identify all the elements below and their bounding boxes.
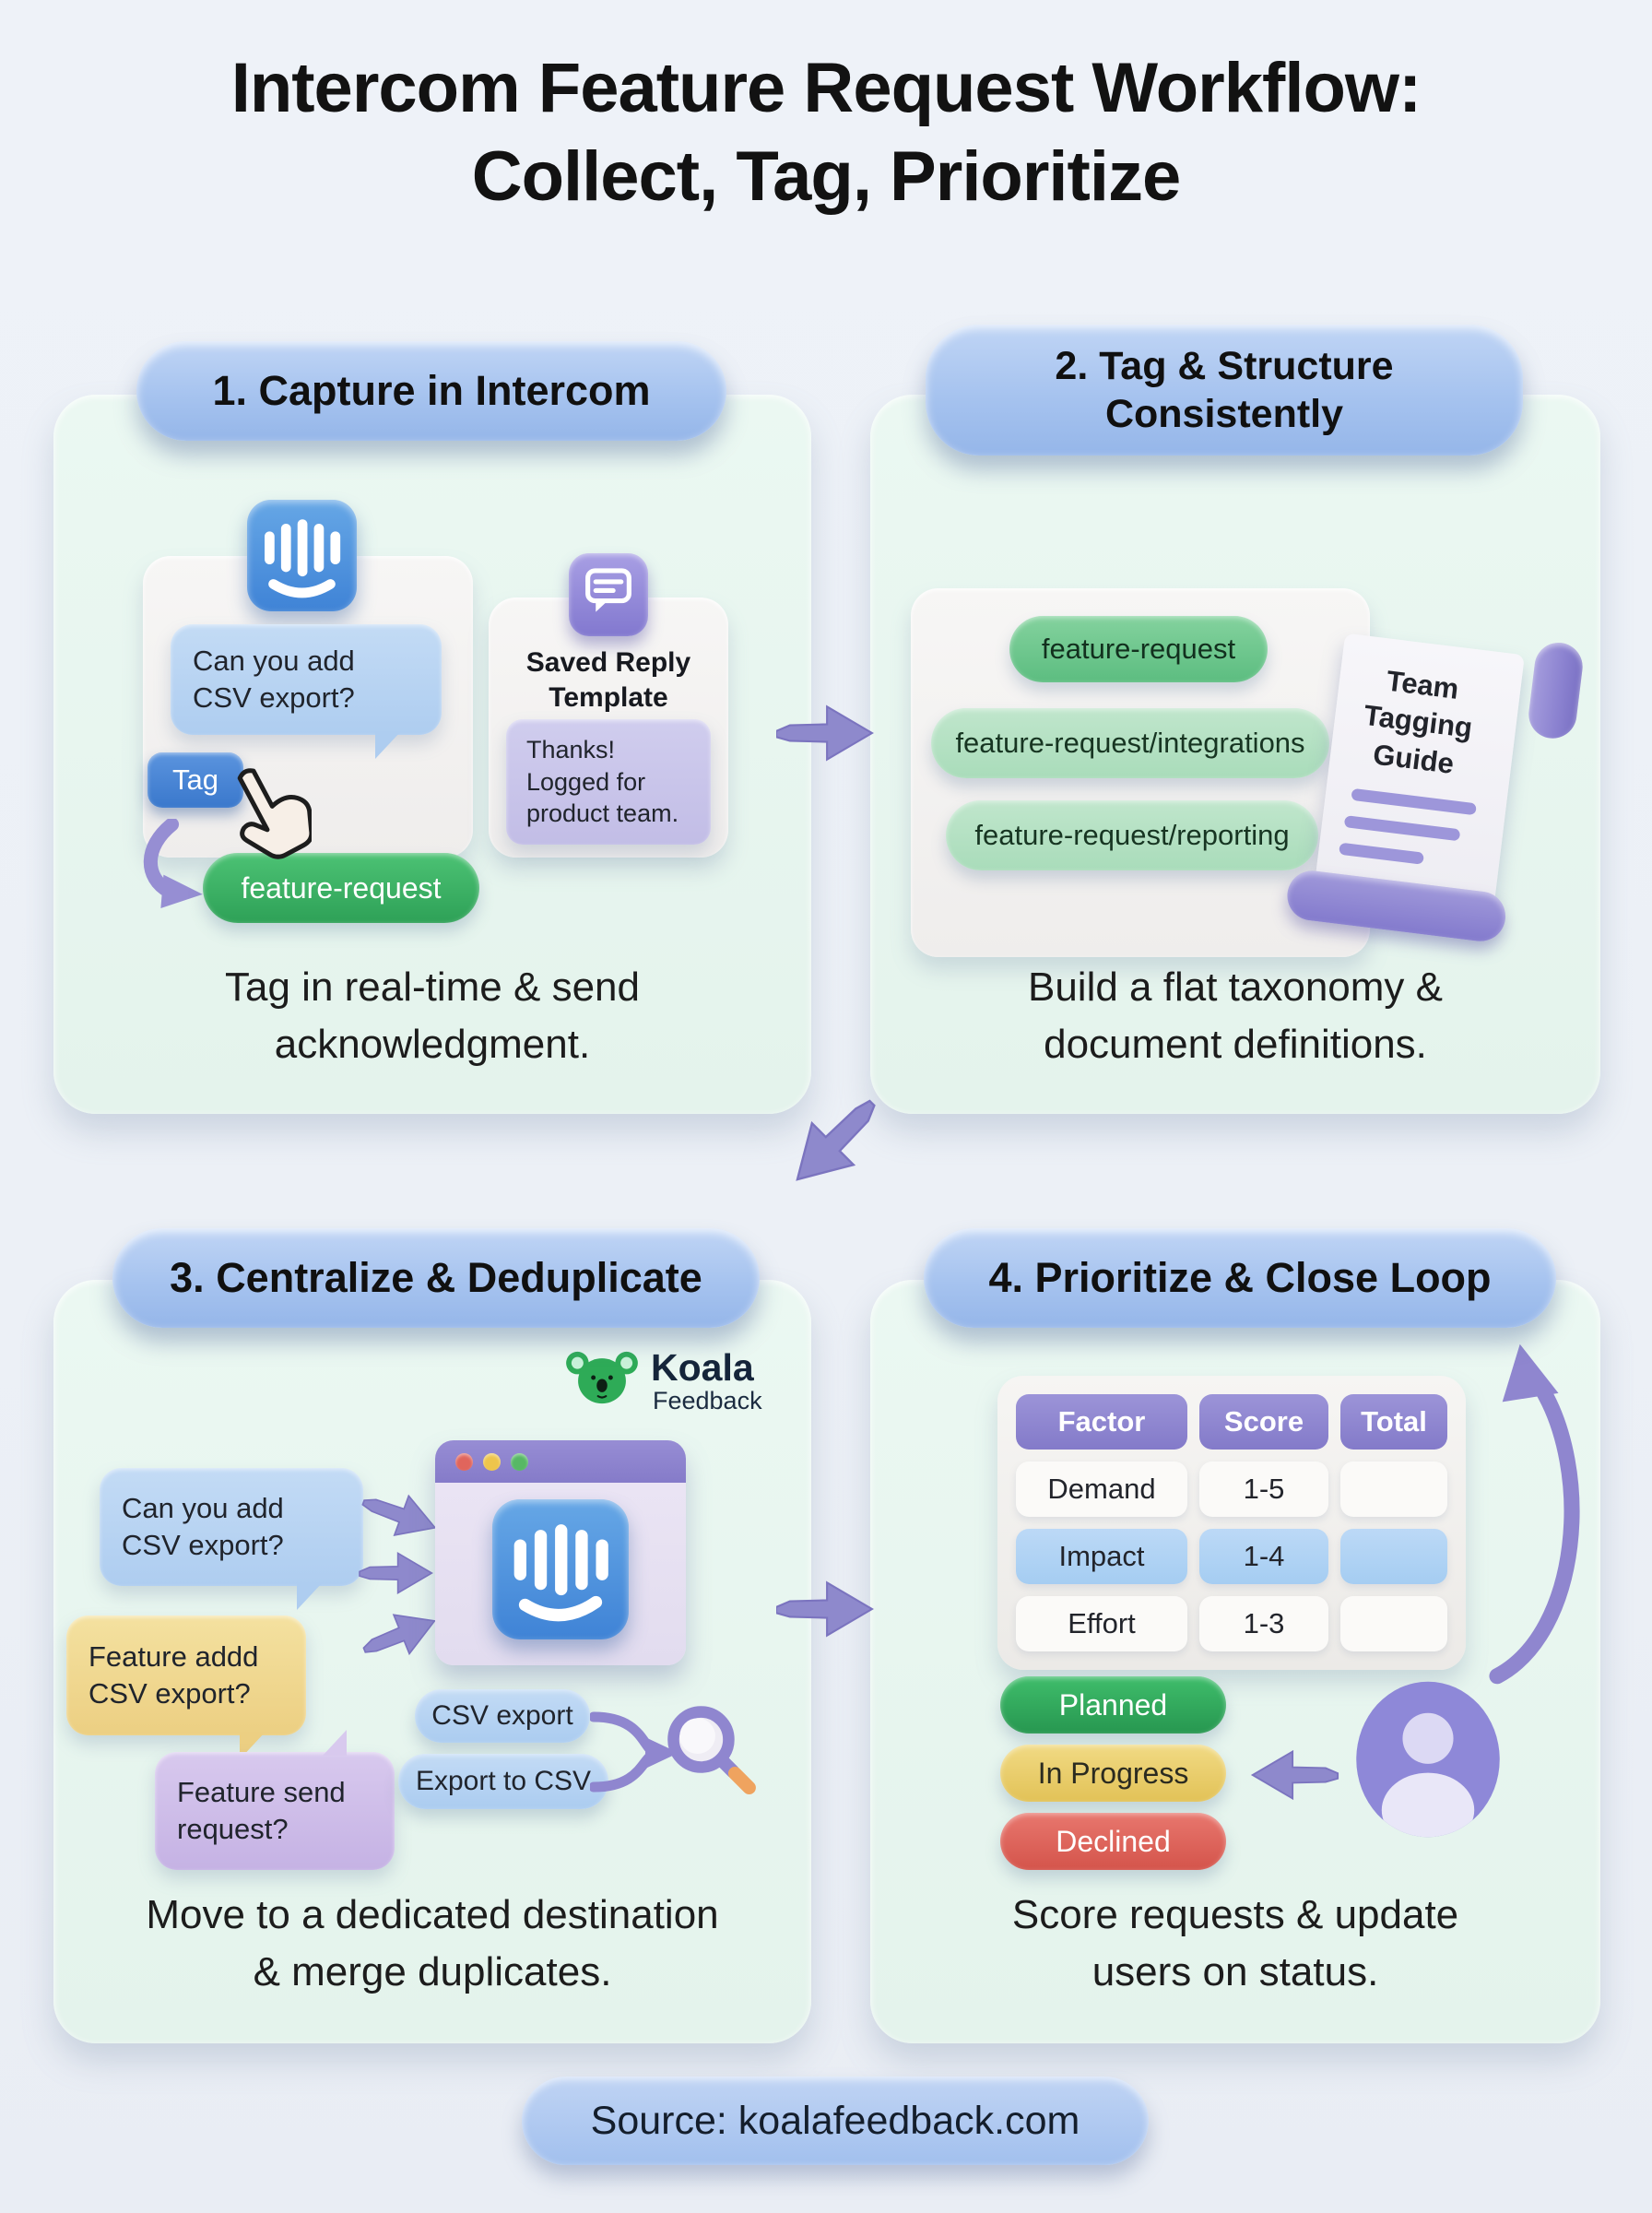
dupe-bubble-text: Feature send request? [177, 1776, 346, 1845]
panel2-caption-line2: document definitions. [1044, 1022, 1427, 1068]
merge-arrow-icon [362, 1614, 436, 1656]
dupe-phrase-label: Export to CSV [415, 1766, 592, 1796]
arrow-step1-to-step2-icon [776, 704, 874, 762]
panel2-caption: Build a flat taxonomy & document definit… [870, 959, 1600, 1074]
dupe-phrase-pill-2: Export to CSV [398, 1754, 608, 1809]
table-cell: Effort [1016, 1596, 1187, 1651]
browser-window [435, 1440, 686, 1665]
feature-request-tag-label: feature-request [241, 870, 442, 905]
window-zoom-dot [511, 1453, 528, 1471]
panel2-caption-line1: Build a flat taxonomy & [1027, 964, 1443, 1010]
status-label: Planned [1058, 1687, 1168, 1722]
panel4-caption-line2: users on status. [1092, 1949, 1379, 1995]
dupe-bubble-3: Feature send request? [155, 1730, 395, 1870]
merge-arrow-icon [361, 1494, 437, 1536]
tag-pill-label: feature-request/reporting [974, 819, 1290, 851]
table-cell: Demand [1016, 1462, 1187, 1517]
status-badge-in-progress: In Progress [1000, 1745, 1226, 1802]
panel4-header: 4. Prioritize & Close Loop [924, 1228, 1556, 1328]
panel3-header-label: 3. Centralize & Deduplicate [170, 1253, 702, 1301]
table-cell: 1-4 [1199, 1529, 1328, 1584]
status-label: Declined [1056, 1824, 1171, 1858]
panel3-caption-line1: Move to a dedicated destination [146, 1892, 719, 1937]
table-cell: 1-3 [1199, 1596, 1328, 1651]
feature-request-tag-pill: feature-request [203, 853, 479, 923]
tag-pill-feature-request: feature-request [1009, 616, 1268, 682]
arrow-step2-to-step3-icon [796, 1099, 876, 1181]
saved-reply-body-text: Thanks! Logged for product team. [526, 736, 679, 828]
panel3-caption: Move to a dedicated destination & merge … [53, 1887, 811, 2002]
panel1-caption: Tag in real-time & send acknowledgment. [53, 959, 811, 1074]
dupe-bubble-text: Feature addd CSV export? [88, 1640, 259, 1710]
panel2-header-line1: 2. Tag & Structure [1055, 343, 1394, 388]
loop-arrow-icon [1489, 1343, 1580, 1685]
intercom-logo-icon [247, 500, 357, 611]
source-text: Source: koalafeedback.com [590, 2098, 1080, 2143]
tag-button-label: Tag [172, 763, 218, 796]
update-arrow-icon [1250, 1749, 1339, 1801]
window-minimize-dot [483, 1453, 501, 1471]
panel1-header: 1. Capture in Intercom [136, 341, 726, 441]
panel1-caption-line1: Tag in real-time & send [225, 964, 640, 1010]
tag-pill-integrations: feature-request/integrations [931, 708, 1329, 778]
koala-logo-icon [566, 1351, 638, 1404]
dupe-phrase-pill-1: CSV export [415, 1689, 590, 1743]
panel3-header: 3. Centralize & Deduplicate [112, 1228, 760, 1328]
user-avatar-icon [1356, 1681, 1500, 1838]
cursor-hand-icon [237, 768, 312, 859]
panel1-header-label: 1. Capture in Intercom [212, 366, 651, 414]
arrow-step3-to-step4-icon [776, 1580, 874, 1638]
table-cell: Impact [1016, 1529, 1187, 1584]
scroll-label: Team Tagging Guide [1362, 664, 1475, 780]
merge-arrow-icon [359, 1552, 433, 1594]
team-tagging-guide-scroll-icon: Team Tagging Guide [1284, 622, 1586, 979]
curved-arrow-icon [143, 819, 203, 908]
panel1-caption-line2: acknowledgment. [274, 1022, 591, 1068]
panel2-header: 2. Tag & Structure Consistently [926, 325, 1523, 456]
tag-pill-reporting: feature-request/reporting [946, 800, 1318, 870]
table-cell [1340, 1462, 1447, 1517]
table-header-total: Total [1340, 1394, 1447, 1450]
status-badge-planned: Planned [1000, 1676, 1226, 1734]
brand-name: Koala [651, 1346, 754, 1389]
source-attribution: Source: koalafeedback.com [522, 2077, 1149, 2165]
table-cell [1340, 1529, 1447, 1584]
page-title-line2: Collect, Tag, Prioritize [471, 137, 1182, 216]
panel4-caption: Score requests & update users on status. [870, 1887, 1600, 2002]
status-badge-declined: Declined [1000, 1813, 1226, 1870]
brand-subtitle: Feedback [653, 1387, 762, 1414]
saved-reply-chat-icon [569, 553, 648, 636]
panel4-header-label: 4. Prioritize & Close Loop [988, 1253, 1492, 1301]
status-label: In Progress [1037, 1756, 1189, 1790]
dupe-bubble-1: Can you add CSV export? [100, 1468, 363, 1610]
table-header-factor: Factor [1016, 1394, 1187, 1450]
table-header-score: Score [1199, 1394, 1328, 1450]
dupe-phrase-label: CSV export [431, 1700, 573, 1731]
chat-bubble-csv-request: Can you add CSV export? [171, 624, 442, 759]
panel4-caption-line1: Score requests & update [1011, 1892, 1459, 1937]
table-cell: 1-5 [1199, 1462, 1328, 1517]
saved-reply-body-bubble: Thanks! Logged for product team. [506, 719, 711, 845]
saved-reply-title: Saved Reply Template [525, 647, 691, 713]
intercom-logo-icon [492, 1499, 629, 1639]
scoring-table: Factor Score Total Demand 1-5 Impact 1-4… [997, 1376, 1466, 1670]
chat-bubble-text: Can you add CSV export? [193, 645, 355, 714]
panel3-caption-line2: & merge duplicates. [253, 1949, 612, 1995]
table-cell [1340, 1596, 1447, 1651]
page-title-line1: Intercom Feature Request Workflow: [230, 49, 1422, 127]
merge-connector-icon [590, 1711, 678, 1793]
dupe-bubble-2: Feature addd CSV export? [66, 1615, 306, 1759]
tag-pill-label: feature-request [1041, 633, 1236, 665]
magnifying-glass-icon [667, 1706, 756, 1794]
tag-button: Tag [148, 752, 243, 808]
window-close-dot [455, 1453, 473, 1471]
browser-title-bar [435, 1440, 686, 1483]
tag-pill-label: feature-request/integrations [955, 727, 1305, 759]
panel2-header-line2: Consistently [1104, 392, 1344, 436]
dupe-bubble-text: Can you add CSV export? [122, 1492, 284, 1561]
